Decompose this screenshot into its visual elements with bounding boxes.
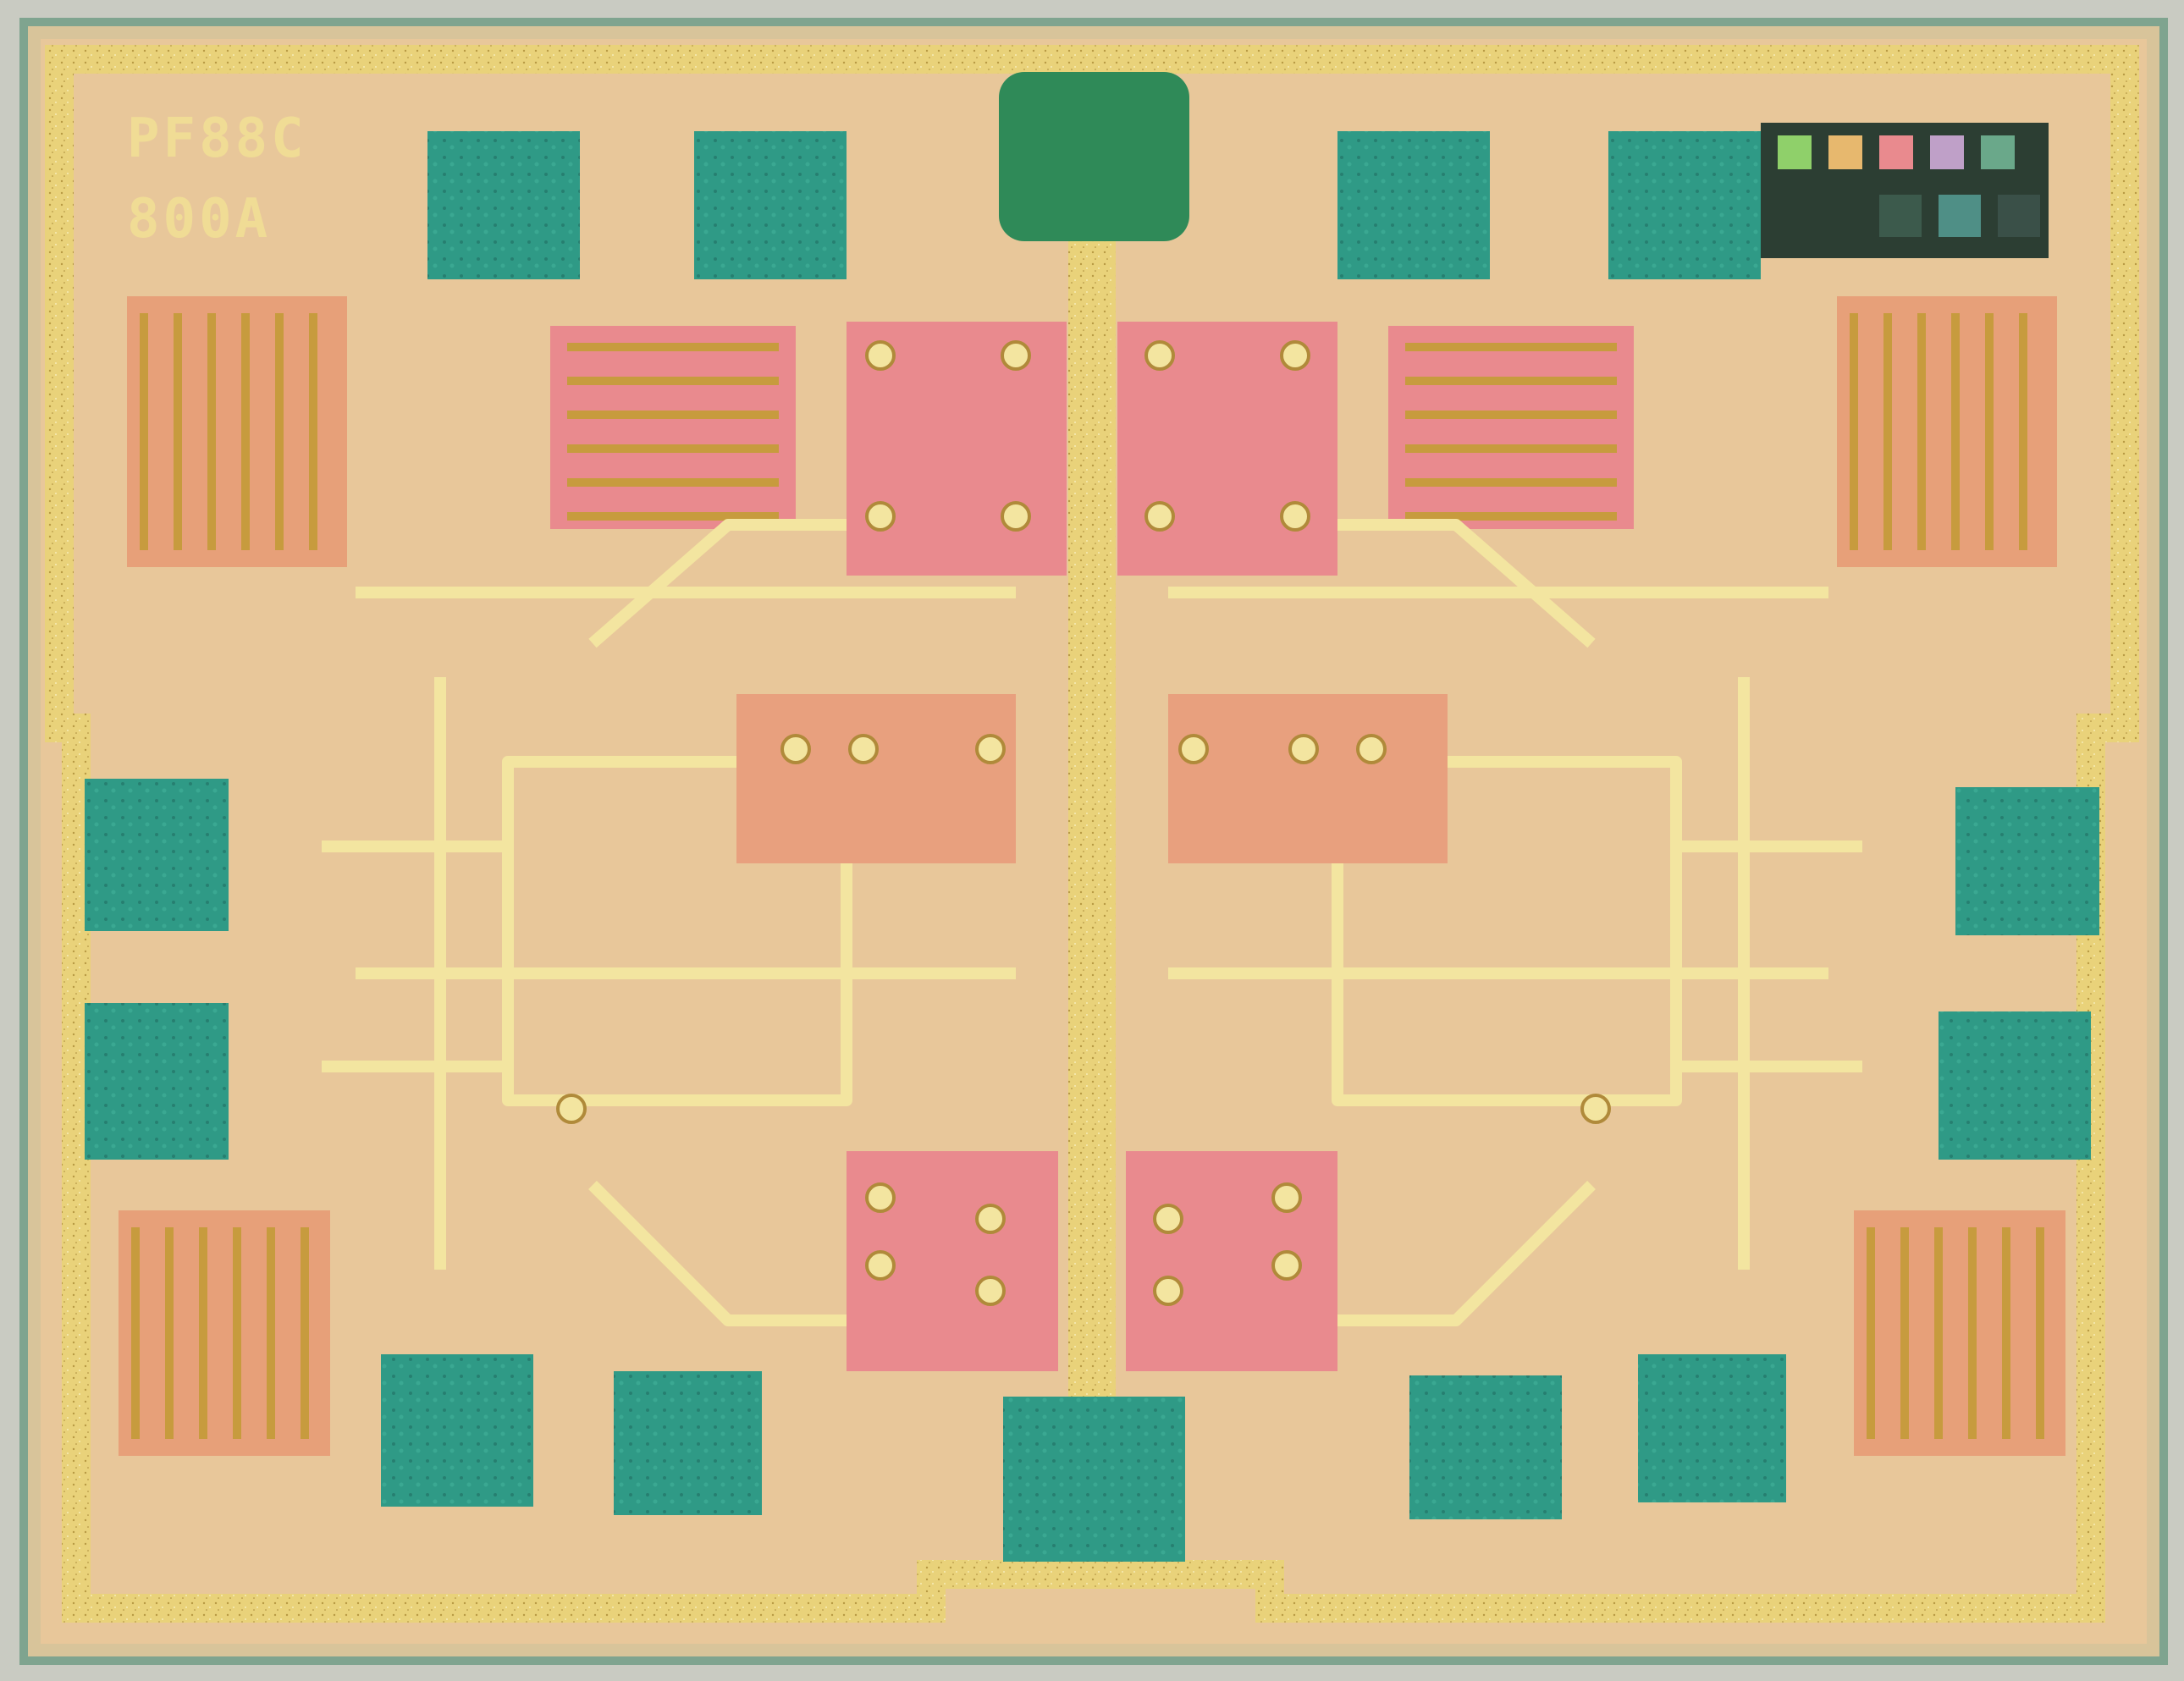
bond-pad (694, 131, 847, 279)
die-marking-line2: 800A (127, 188, 271, 251)
bond-pad (614, 1371, 762, 1515)
resistor-meanders (119, 296, 2065, 1456)
bond-pad (1608, 131, 1761, 279)
metal-ring (45, 45, 2139, 1623)
bond-pad (1003, 1397, 1185, 1562)
bond-pad (1409, 1375, 1562, 1519)
bond-pad (85, 779, 229, 931)
die-marking-line1: PF88C (127, 107, 307, 170)
test-structures (1761, 123, 2049, 258)
bond-pad (1638, 1354, 1786, 1502)
bond-pads (85, 72, 2099, 1562)
bond-pad (427, 131, 580, 279)
bond-pad (1955, 787, 2099, 935)
bond-pad (1939, 1011, 2091, 1160)
bond-pad (1337, 131, 1490, 279)
bond-pad (85, 1003, 229, 1160)
contact-vias (556, 340, 1611, 1306)
bond-pad (999, 72, 1189, 241)
bond-pad (381, 1354, 533, 1507)
center-spine (1068, 237, 1116, 1422)
